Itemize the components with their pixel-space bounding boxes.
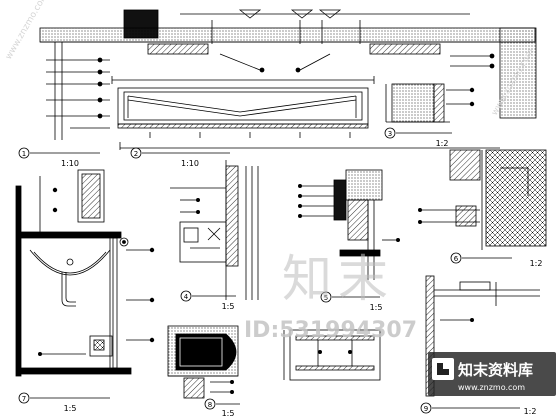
detail-mid-lower-drawing xyxy=(283,329,381,381)
detail-9-scale: 1:2 xyxy=(524,407,537,416)
detail-8-drawing xyxy=(167,325,239,399)
detail-7-marker: 7 1:5 xyxy=(18,392,110,413)
brand-mark-icon xyxy=(432,358,454,380)
detail-6-drawing xyxy=(417,149,547,250)
detail-7-scale: 1:5 xyxy=(64,404,77,413)
detail-2-number: 2 xyxy=(134,150,138,158)
detail-1-number: 1 xyxy=(22,150,26,158)
detail-1-scale: 1:10 xyxy=(61,159,79,168)
detail-8-number: 8 xyxy=(208,401,212,409)
detail-5-drawing xyxy=(297,169,400,280)
detail-markers: 1 1:10 2 1:10 3 1:2 4 1:5 5 1:5 xyxy=(18,127,543,418)
detail-6-scale: 1:2 xyxy=(530,259,543,268)
detail-9-marker: 9 1:2 xyxy=(420,402,537,416)
detail-5-scale: 1:5 xyxy=(370,303,383,312)
detail-3-scale: 1:2 xyxy=(436,139,449,148)
detail-1-marker: 1 1:10 xyxy=(18,147,100,168)
brand-url: www.znzmo.com xyxy=(458,383,525,392)
detail-8-marker: 8 1:5 xyxy=(204,398,240,418)
detail-3-number: 3 xyxy=(388,130,392,138)
detail-5-marker: 5 1:5 xyxy=(320,291,383,312)
detail-3-marker: 3 1:2 xyxy=(384,127,452,148)
detail-2-scale: 1:10 xyxy=(181,159,199,168)
detail-9-number: 9 xyxy=(424,405,428,413)
detail-6-marker: 6 1:2 xyxy=(450,252,543,268)
detail-7-number: 7 xyxy=(22,395,26,403)
watermark-main: 知末 xyxy=(282,250,394,308)
detail-4-number: 4 xyxy=(184,293,189,301)
detail-3-drawing xyxy=(385,83,475,123)
detail-2-drawing xyxy=(111,76,375,138)
detail-8-scale: 1:5 xyxy=(222,409,235,418)
detail-1-drawing xyxy=(39,9,537,150)
detail-4-marker: 4 1:5 xyxy=(180,290,236,311)
brand-name: 知末资料库 xyxy=(458,361,533,379)
detail-5-number: 5 xyxy=(324,294,328,302)
watermark-id: ID:531994307 xyxy=(244,318,417,343)
detail-4-scale: 1:5 xyxy=(222,302,235,311)
detail-4-drawing xyxy=(170,160,259,300)
brand-logo: 知末资料库 www.znzmo.com xyxy=(428,352,556,396)
detail-6-number: 6 xyxy=(454,255,459,263)
detail-7-drawing xyxy=(15,169,155,377)
detail-2-marker: 2 1:10 xyxy=(130,147,230,168)
